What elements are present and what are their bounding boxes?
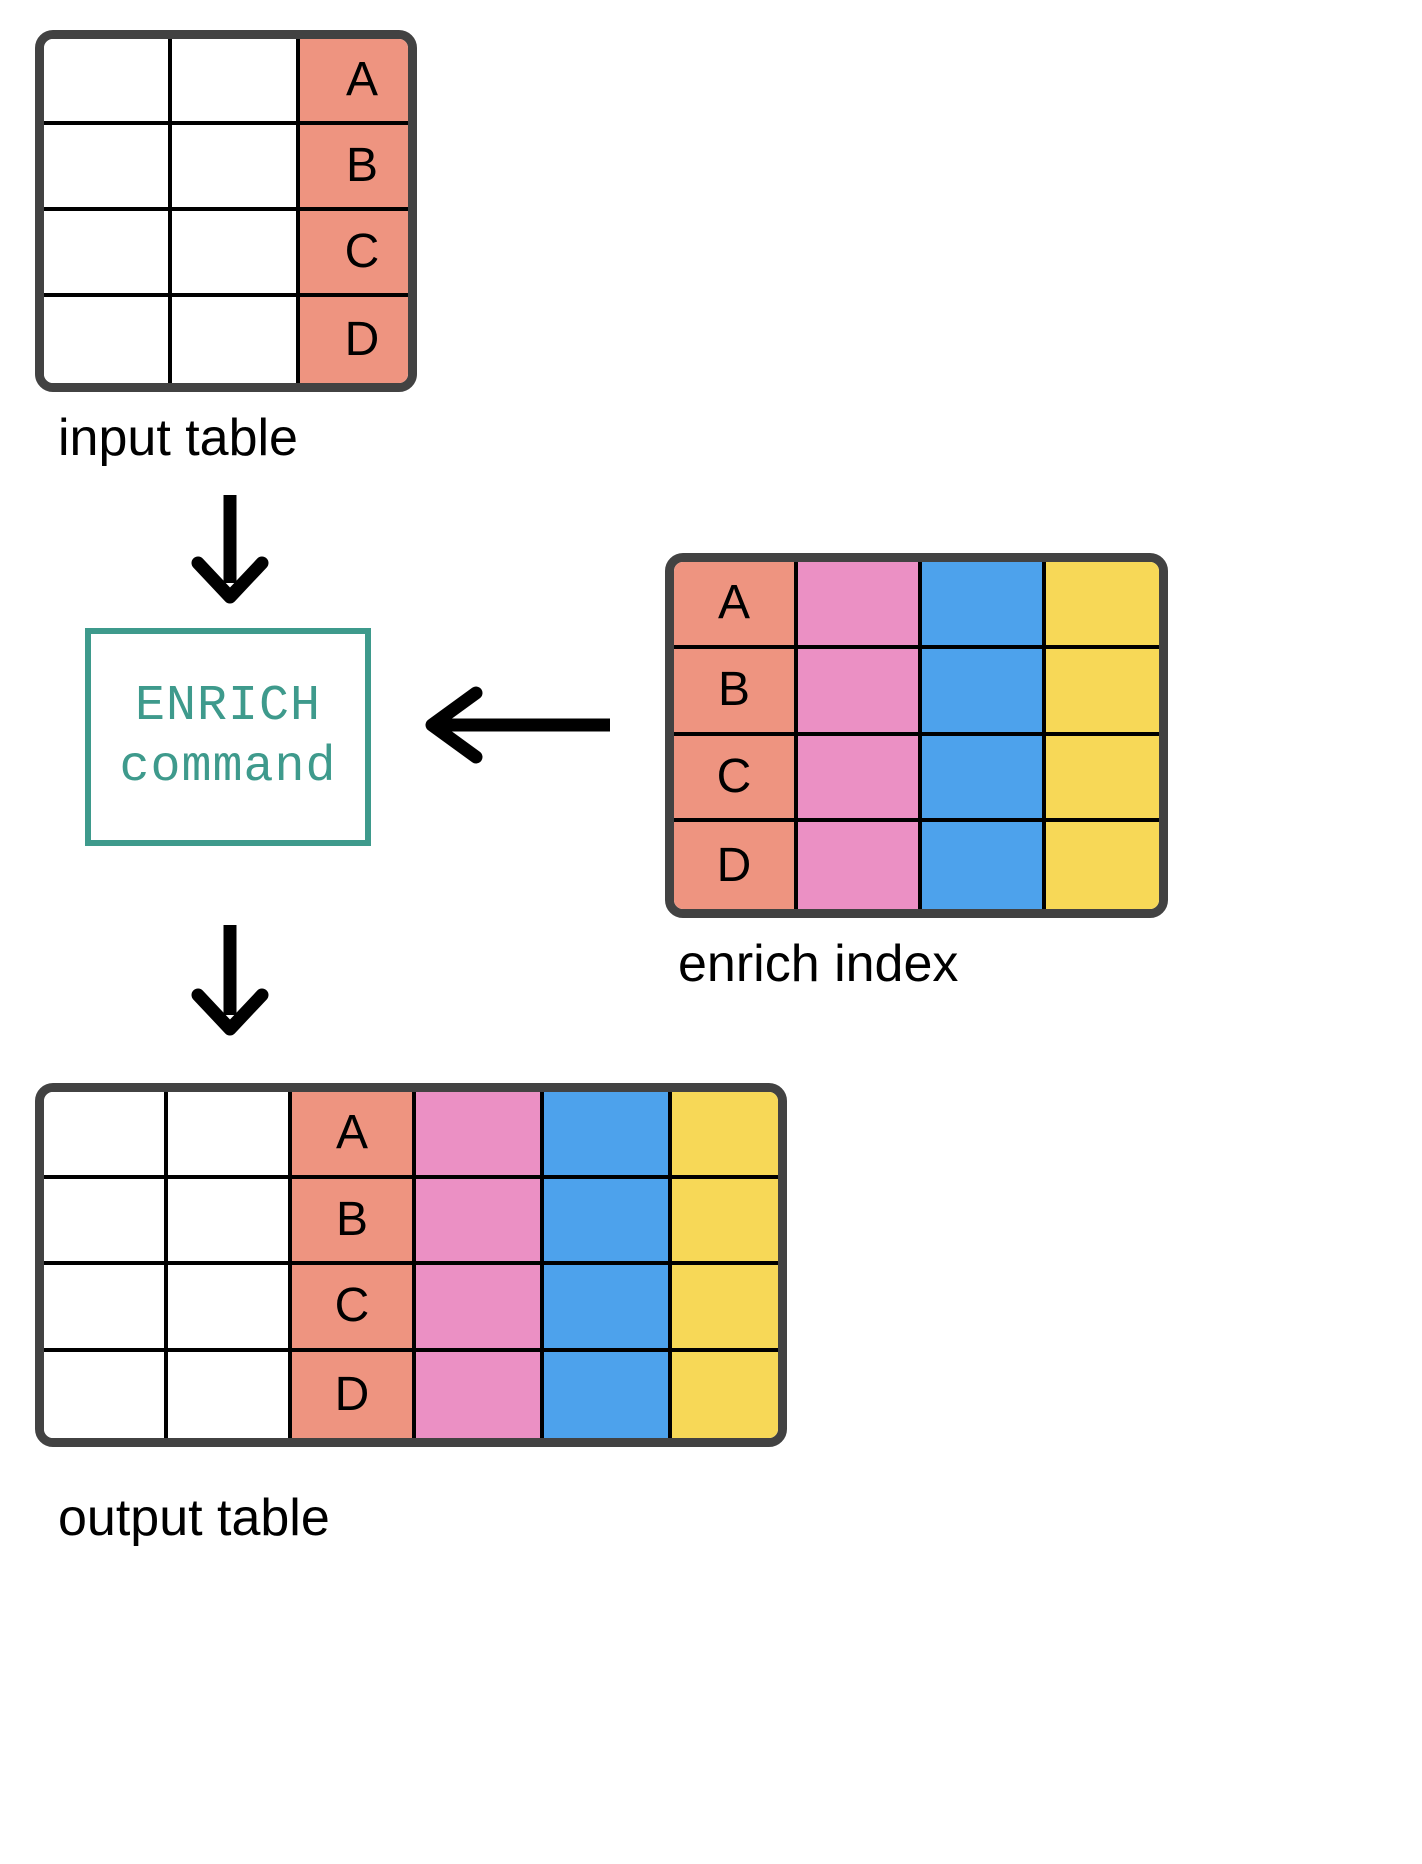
output-table-caption: output table xyxy=(58,1489,330,1547)
enrich_index-cell-r2c1: B xyxy=(674,648,798,736)
output_table-cell-r4c6 xyxy=(672,1351,778,1438)
output_table-cell-r1c3: A xyxy=(292,1092,416,1179)
output_table-cell-r3c4 xyxy=(416,1265,544,1352)
output_table-cell-r2c5 xyxy=(544,1178,672,1265)
enrich_index-cell-r3c1: C xyxy=(674,735,798,823)
table-row: D xyxy=(44,1351,778,1438)
input_table-cell-r4c2 xyxy=(172,297,300,383)
output_table-cell-r1c6 xyxy=(672,1092,778,1179)
input_table-cell-r1c1 xyxy=(44,39,172,125)
input_table-cell-r3c1 xyxy=(44,211,172,297)
enrich_index-cell-r4c4 xyxy=(1046,822,1159,909)
table-row: D xyxy=(674,822,1159,909)
output_table-cell-r3c3: C xyxy=(292,1265,416,1352)
output_table-cell-r4c4 xyxy=(416,1351,544,1438)
input_table-cell-r4c1 xyxy=(44,297,172,383)
table-row: C xyxy=(44,1265,778,1352)
arrow-input-to-command xyxy=(180,495,280,605)
output_table-cell-r1c5 xyxy=(544,1092,672,1179)
input_table-cell-r3c3: C xyxy=(300,211,408,297)
table-row: A xyxy=(44,1092,778,1179)
enrich_index-cell-r1c2 xyxy=(798,562,922,649)
input_table-cell-r3c2 xyxy=(172,211,300,297)
input_table-cell-r1c3: A xyxy=(300,39,408,125)
table-row: B xyxy=(674,648,1159,736)
input-table-caption: input table xyxy=(58,409,298,467)
table-row: D xyxy=(44,297,408,383)
enrich_index-cell-r2c4 xyxy=(1046,648,1159,736)
arrow-command-to-output xyxy=(180,925,280,1037)
output_table-cell-r2c6 xyxy=(672,1178,778,1265)
output_table-cell-r3c2 xyxy=(168,1265,292,1352)
input_table-cell-r1c2 xyxy=(172,39,300,125)
output_table-cell-r2c1 xyxy=(44,1178,168,1265)
input_table-cell-r2c1 xyxy=(44,125,172,211)
enrich_index-cell-r3c3 xyxy=(922,735,1046,823)
enrich-command-box[interactable]: ENRICH command xyxy=(85,628,371,846)
output_table-cell-r4c1 xyxy=(44,1351,168,1438)
table-row: C xyxy=(44,211,408,297)
output_table-cell-r3c5 xyxy=(544,1265,672,1352)
output_table-cell-r1c4 xyxy=(416,1092,544,1179)
output_table-cell-r3c6 xyxy=(672,1265,778,1352)
enrich_index-cell-r3c2 xyxy=(798,735,922,823)
enrich_index-cell-r2c3 xyxy=(922,648,1046,736)
enrich_index-cell-r4c3 xyxy=(922,822,1046,909)
enrich_index-cell-r1c1: A xyxy=(674,562,798,649)
enrich-index-caption: enrich index xyxy=(678,935,959,993)
enrich_index-cell-r2c2 xyxy=(798,648,922,736)
arrow-index-to-command xyxy=(420,680,610,770)
table-row: A xyxy=(44,39,408,125)
input_table-cell-r2c3: B xyxy=(300,125,408,211)
enrich_index-cell-r3c4 xyxy=(1046,735,1159,823)
output_table-cell-r3c1 xyxy=(44,1265,168,1352)
command-label-line2: command xyxy=(119,739,337,796)
enrich_index-cell-r4c2 xyxy=(798,822,922,909)
output_table-cell-r4c3: D xyxy=(292,1351,416,1438)
output_table-cell-r2c4 xyxy=(416,1178,544,1265)
table-row: A xyxy=(674,562,1159,649)
enrich_index-cell-r1c4 xyxy=(1046,562,1159,649)
enrich_index-cell-r1c3 xyxy=(922,562,1046,649)
output_table-cell-r1c1 xyxy=(44,1092,168,1179)
table-row: C xyxy=(674,735,1159,823)
output_table-cell-r2c2 xyxy=(168,1178,292,1265)
output_table-cell-r4c5 xyxy=(544,1351,672,1438)
enrich_index-cell-r4c1: D xyxy=(674,822,798,909)
input_table-cell-r4c3: D xyxy=(300,297,408,383)
table-row: B xyxy=(44,1178,778,1265)
table-row: B xyxy=(44,125,408,211)
output_table-cell-r1c2 xyxy=(168,1092,292,1179)
output_table-cell-r2c3: B xyxy=(292,1178,416,1265)
output_table-cell-r4c2 xyxy=(168,1351,292,1438)
input_table-cell-r2c2 xyxy=(172,125,300,211)
command-label-line1: ENRICH xyxy=(134,678,322,735)
